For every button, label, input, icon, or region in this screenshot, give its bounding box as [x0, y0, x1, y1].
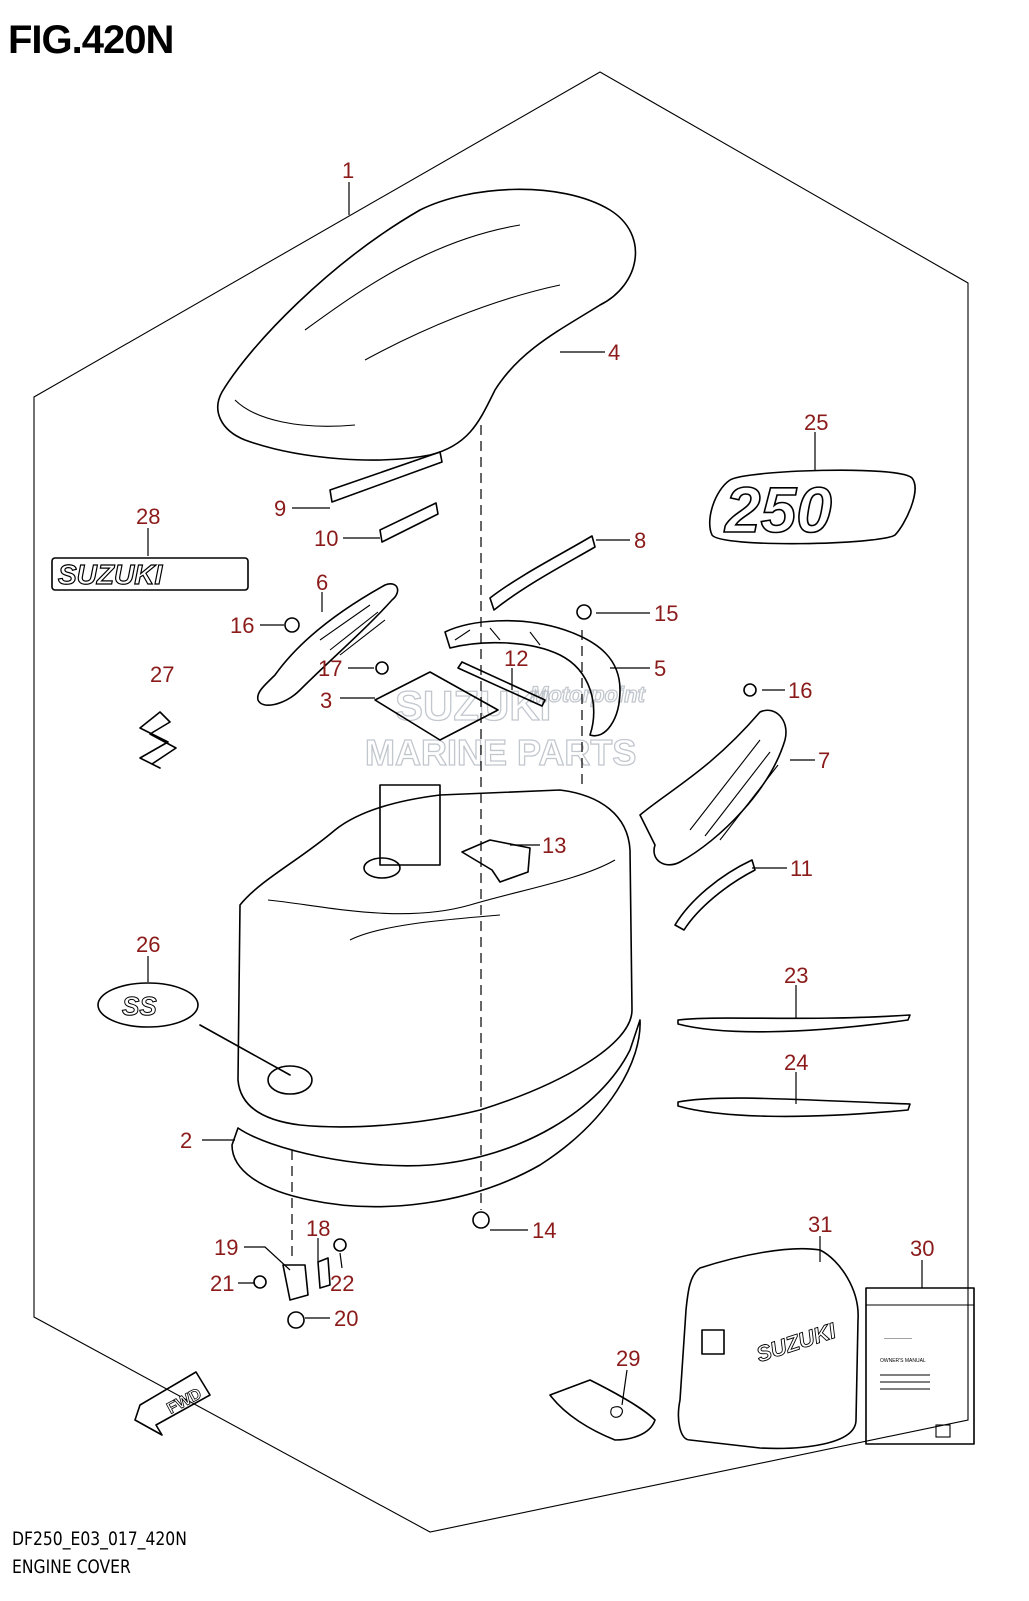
callout-19: 19: [214, 1235, 238, 1260]
callout-labels: 1 2 3 4 5 6 7 8 9 10 11 12 13 14 15 16 1…: [136, 158, 934, 1371]
callout-29: 29: [616, 1346, 640, 1371]
part-seal-strip-10: [379, 502, 439, 543]
fasteners: [253, 604, 757, 1329]
part-decal-suzuki: SUZUKI: [51, 557, 249, 591]
callout-18: 18: [306, 1216, 330, 1241]
part-tool-bag: [549, 1379, 656, 1441]
part-decal-250: 250: [708, 469, 916, 547]
figure-title: FIG.420N: [8, 18, 174, 62]
part-s-emblem: [139, 711, 177, 769]
callout-7: 7: [818, 748, 830, 773]
fwd-text: FWD: [164, 1386, 204, 1418]
callout-14: 14: [532, 1218, 556, 1243]
callout-5: 5: [654, 656, 666, 681]
callout-24: 24: [784, 1050, 808, 1075]
callout-13: 13: [542, 833, 566, 858]
callout-22: 22: [330, 1271, 354, 1296]
callout-20: 20: [334, 1306, 358, 1331]
callout-4: 4: [608, 340, 620, 365]
ss-emblem-text: SS: [122, 991, 157, 1021]
part-left-grille: [256, 583, 399, 706]
callout-28: 28: [136, 504, 160, 529]
fwd-arrow: FWD: [134, 1371, 211, 1436]
callout-26: 26: [136, 932, 160, 957]
callout-23: 23: [784, 963, 808, 988]
part-rear-bracket: [444, 619, 621, 737]
figure-code: DF250_E03_017_420N: [12, 1528, 187, 1550]
part-lower-cover: [231, 784, 641, 1208]
callout-10: 10: [314, 526, 338, 551]
callout-21: 21: [210, 1271, 234, 1296]
callout-31: 31: [808, 1212, 832, 1237]
part-engine-cover-bag: SUZUKI: [677, 1247, 859, 1450]
callout-8: 8: [634, 528, 646, 553]
decal-suzuki-text: SUZUKI: [58, 559, 163, 590]
callout-27: 27: [150, 662, 174, 687]
part-seal-12: [457, 661, 546, 707]
callout-1: 1: [342, 158, 354, 183]
part-bracket-13: [461, 839, 531, 883]
cover-brand-text: SUZUKI: [753, 1318, 839, 1367]
part-top-cowl: [217, 188, 637, 461]
callout-16-right: 16: [788, 678, 812, 703]
decal-250-text: 250: [724, 474, 832, 546]
diagram-frame: [33, 71, 969, 1533]
callout-3: 3: [320, 688, 332, 713]
callout-11: 11: [790, 856, 813, 881]
callout-25: 25: [804, 410, 828, 435]
callout-15: 15: [654, 601, 678, 626]
part-seal-strip-8: [489, 535, 596, 611]
callout-16-left: 16: [230, 613, 254, 638]
part-seal-strip-9: [329, 451, 443, 503]
callout-12: 12: [504, 646, 528, 671]
part-right-grille: [639, 709, 787, 866]
watermark-subtitle: MARINE PARTS: [365, 732, 636, 773]
leader-lines: [147, 182, 923, 1406]
callout-17: 17: [318, 656, 342, 681]
watermark-brand: SUZUKI: [395, 682, 551, 729]
part-stripe-24: [677, 1097, 911, 1118]
watermark: SUZUKI MARINE PARTS Motorpoint: [364, 681, 647, 773]
part-seal-3: [374, 671, 499, 741]
callout-6: 6: [316, 570, 328, 595]
callout-30: 30: [910, 1236, 934, 1261]
figure-caption: ENGINE COVER: [12, 1556, 131, 1578]
part-stripe-23: [677, 1014, 911, 1033]
callout-9: 9: [274, 496, 286, 521]
part-ss-emblem: SS: [97, 982, 291, 1076]
part-owners-manual: -------------- OWNER'S MANUAL: [865, 1287, 975, 1445]
manual-heading: --------------: [884, 1336, 912, 1342]
callout-2: 2: [180, 1128, 192, 1153]
part-seal-strip-11: [674, 859, 756, 931]
manual-title: OWNER'S MANUAL: [880, 1358, 926, 1364]
